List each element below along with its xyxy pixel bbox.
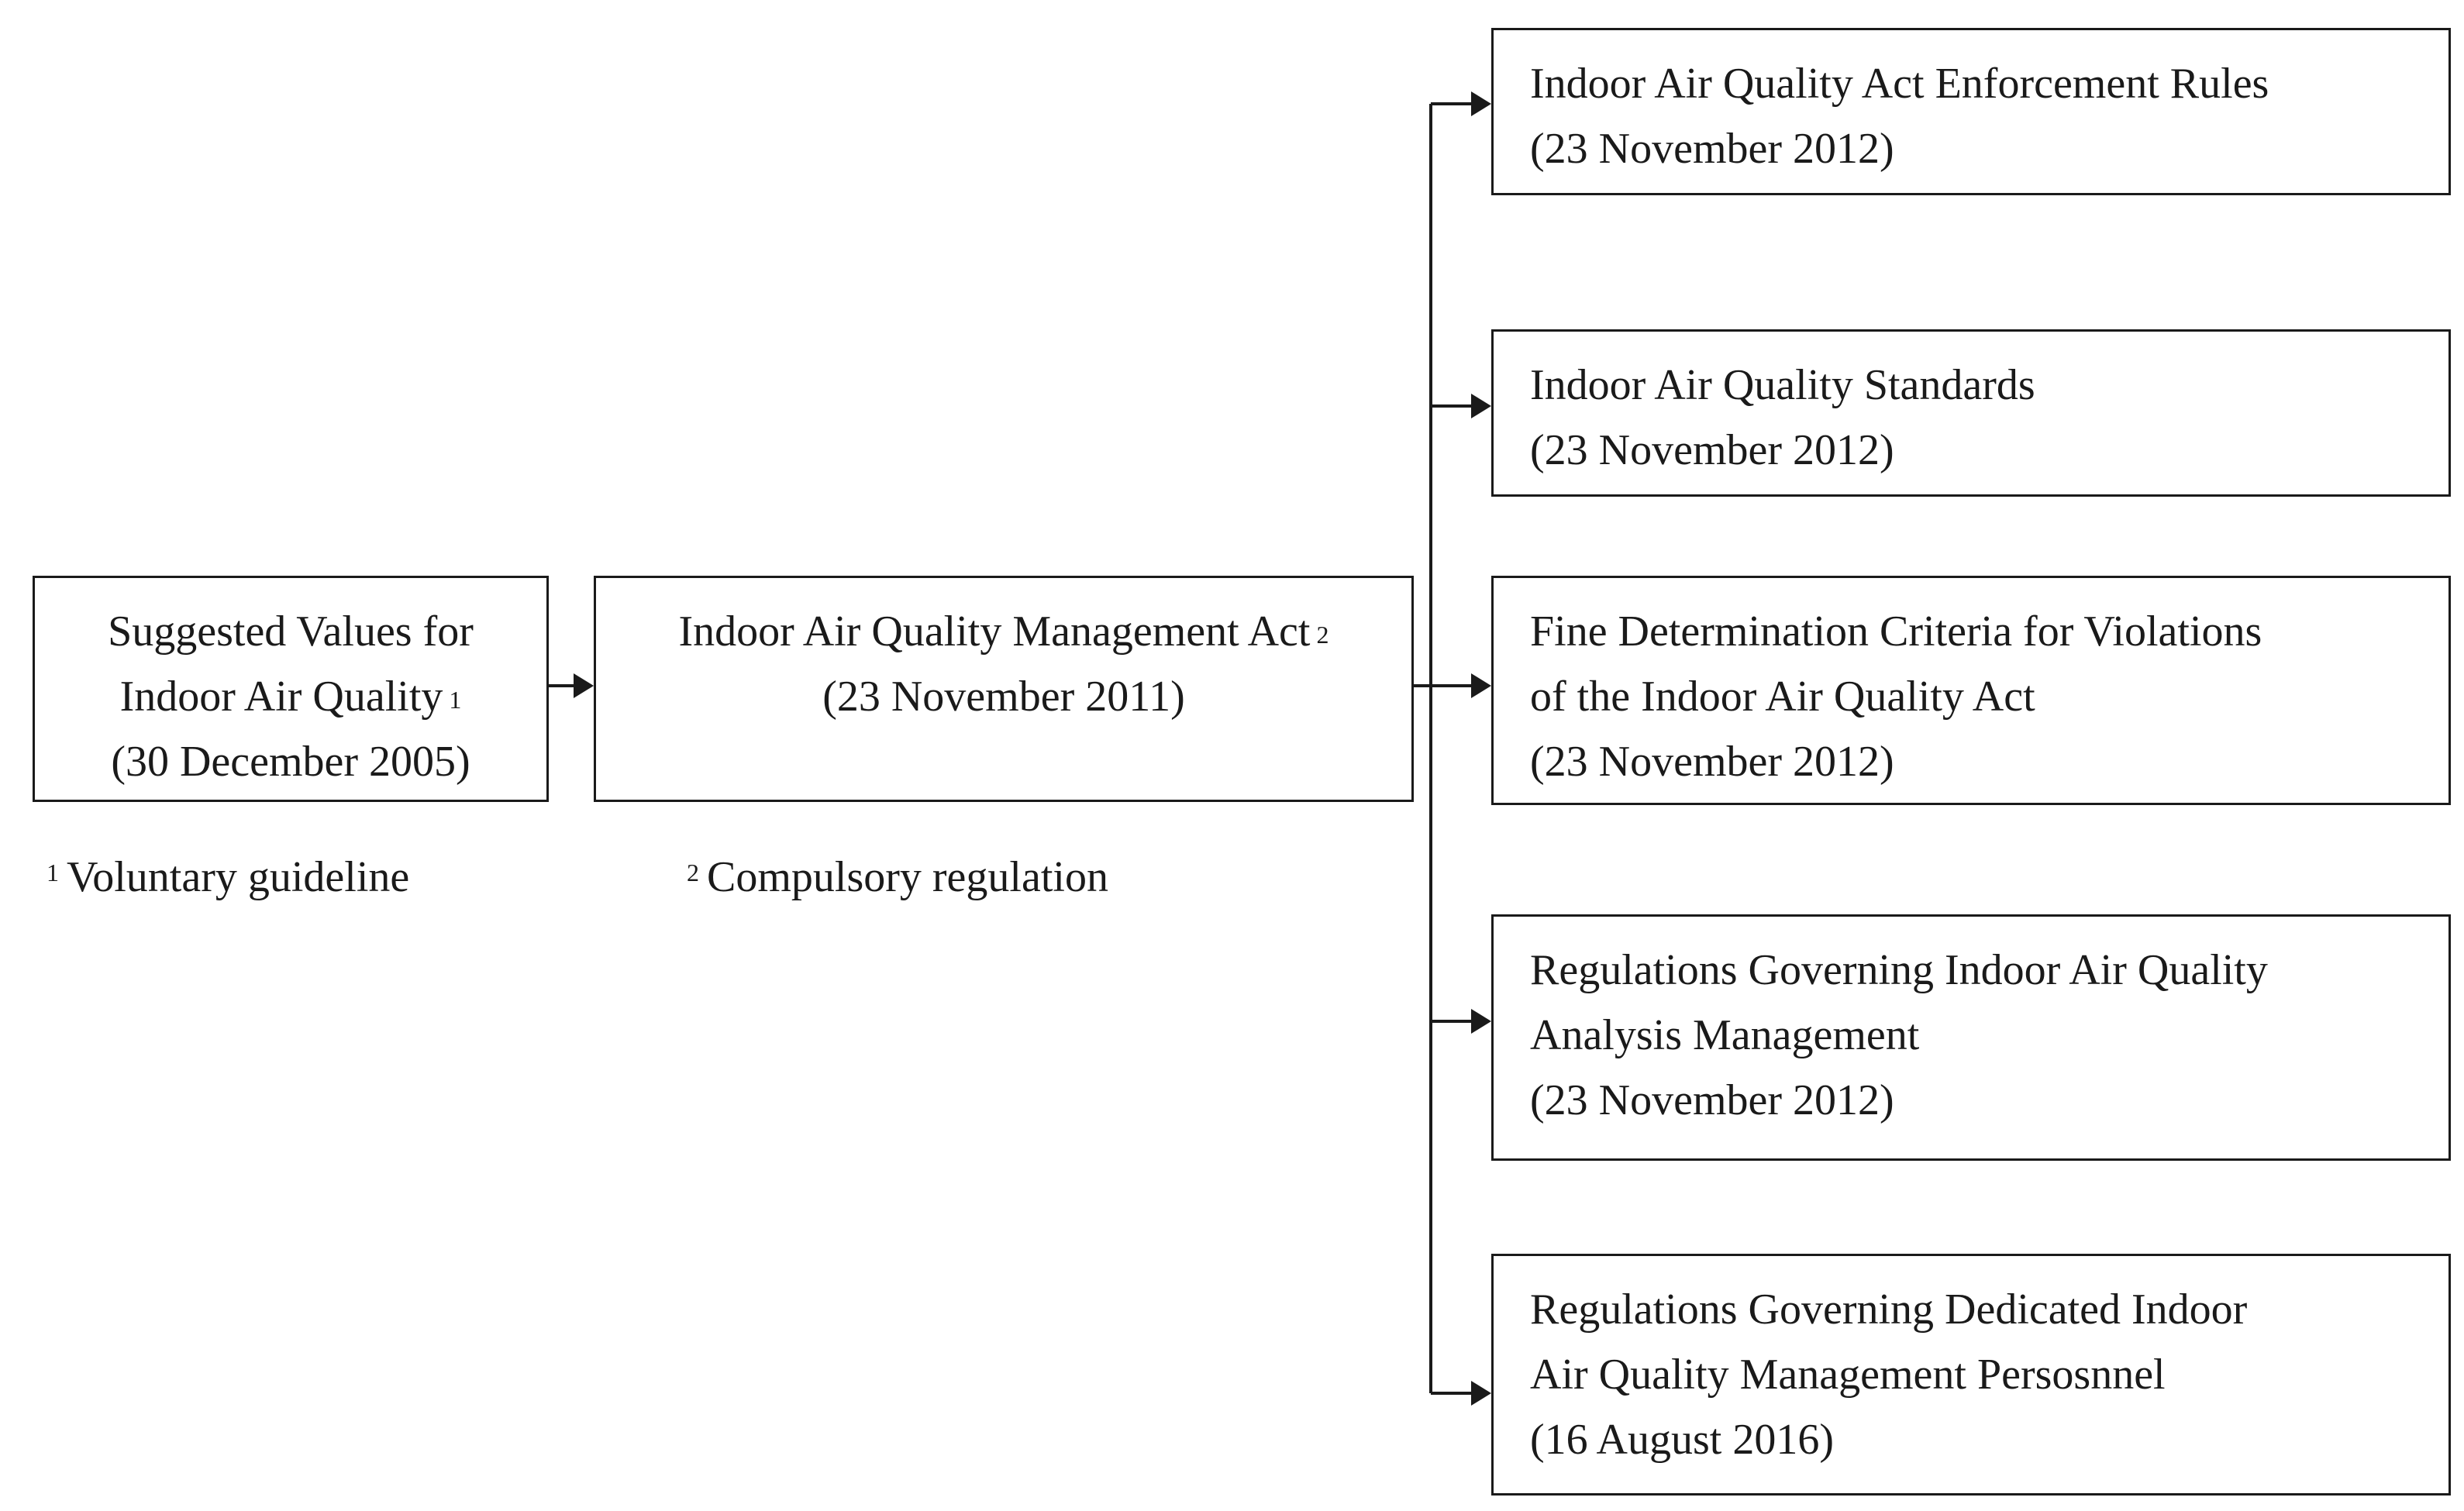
enforcement-line-1: Indoor Air Quality Act Enforcement Rules <box>1530 60 2269 108</box>
arrowhead-analysis <box>1471 1009 1491 1034</box>
footnote-ref-2: 2 <box>1316 621 1329 649</box>
standards-line-2: (23 November 2012) <box>1530 426 1894 474</box>
analysis-line-3: (23 November 2012) <box>1530 1076 1894 1124</box>
personnel-line-2: Air Quality Management Persosnnel <box>1530 1351 2166 1399</box>
footnote-text-2: Compulsory regulation <box>707 853 1108 901</box>
arrowhead-enforcement <box>1471 91 1491 116</box>
standards-line-1: Indoor Air Quality Standards <box>1530 361 2035 409</box>
suggested-line-3: (30 December 2005) <box>111 738 470 786</box>
enforcement-rules-box: Indoor Air Quality Act Enforcement Rules… <box>1491 28 2451 195</box>
act-line-2: (23 November 2011) <box>822 673 1185 721</box>
suggested-line-2: Indoor Air Quality <box>119 673 443 721</box>
arrowhead-act <box>574 673 594 698</box>
fines-line-1: Fine Determination Criteria for Violatio… <box>1530 607 2262 656</box>
arrowhead-personnel <box>1471 1381 1491 1406</box>
footnote-ref-1: 1 <box>449 686 462 714</box>
analysis-line-2: Analysis Management <box>1530 1011 1920 1059</box>
footnote-mark-2: 2 <box>687 859 699 886</box>
standards-box: Indoor Air Quality Standards (23 Novembe… <box>1491 329 2451 497</box>
suggested-line-1: Suggested Values for <box>108 607 474 656</box>
fine-criteria-box: Fine Determination Criteria for Violatio… <box>1491 576 2451 805</box>
footnote-voluntary: 1 Voluntary guideline <box>47 850 409 904</box>
fines-line-3: (23 November 2012) <box>1530 738 1894 786</box>
footnote-mark-1: 1 <box>47 859 59 886</box>
enforcement-line-2: (23 November 2012) <box>1530 125 1894 173</box>
fines-line-2: of the Indoor Air Quality Act <box>1530 673 2035 721</box>
analysis-line-1: Regulations Governing Indoor Air Quality <box>1530 946 2268 994</box>
footnote-text-1: Voluntary guideline <box>67 853 410 901</box>
arrowhead-fines <box>1471 673 1491 698</box>
act-line-1: Indoor Air Quality Management Act <box>678 607 1311 656</box>
personnel-box: Regulations Governing Dedicated Indoor A… <box>1491 1254 2451 1496</box>
footnote-compulsory: 2 Compulsory regulation <box>687 850 1108 904</box>
personnel-line-1: Regulations Governing Dedicated Indoor <box>1530 1286 2248 1334</box>
arrowhead-standards <box>1471 394 1491 418</box>
personnel-line-3: (16 August 2016) <box>1530 1416 1834 1464</box>
analysis-management-box: Regulations Governing Indoor Air Quality… <box>1491 914 2451 1161</box>
